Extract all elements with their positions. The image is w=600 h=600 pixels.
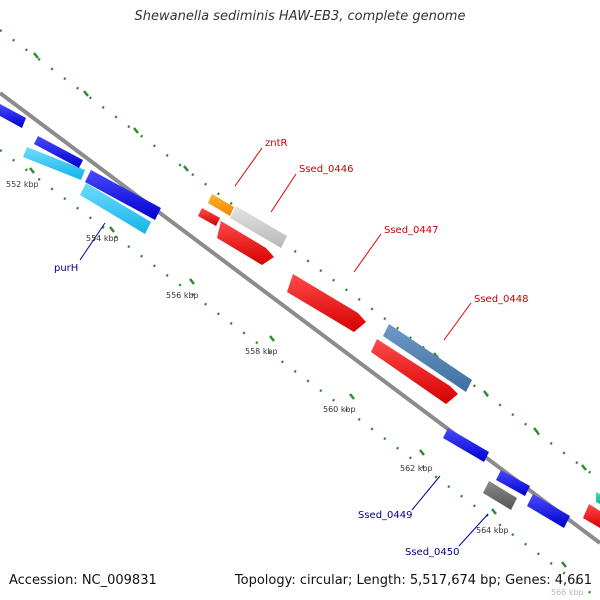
forward-leaders [234, 147, 472, 341]
tick-label-560: 560 kbp [323, 405, 356, 414]
tick-mark [561, 561, 567, 568]
leader-line [411, 475, 441, 511]
leader-line [458, 513, 489, 547]
gene-label-Ssed-0446[interactable]: Ssed_0446 [299, 164, 354, 175]
tick-label-562: 562 kbp [400, 464, 433, 473]
tick-label-564: 564 kbp [476, 526, 509, 535]
tick-label-566: 566 kbp [551, 588, 584, 597]
tick-label-558: 558 kbp [245, 347, 278, 356]
gene-red-2[interactable] [371, 339, 458, 404]
tick-mark [419, 449, 425, 456]
upper-major-ticks [33, 52, 587, 471]
leader-line [234, 147, 263, 187]
gene-Ssed-0448[interactable] [383, 324, 472, 392]
tick-mark [581, 464, 587, 471]
gene-blue-2[interactable] [85, 170, 161, 220]
tick-mark [533, 427, 539, 434]
gene-darkgray-1[interactable] [483, 481, 517, 510]
tick-mark [189, 278, 195, 285]
tick-mark [349, 393, 355, 400]
gene-label-Ssed-0450[interactable]: Ssed_0450 [405, 547, 460, 558]
gene-labels: zntR Ssed_0446 Ssed_0447 Ssed_0448 purH … [54, 138, 529, 558]
gene-Ssed-0446[interactable] [230, 206, 287, 248]
tick-mark [269, 335, 275, 342]
gene-teal-edge[interactable] [596, 492, 600, 504]
gene-label-Ssed-0449[interactable]: Ssed_0449 [358, 510, 413, 521]
gene-Ssed-0447[interactable] [287, 274, 366, 332]
gene-red-edge[interactable] [583, 504, 600, 528]
leader-line [443, 302, 472, 341]
gene-blue-1[interactable] [34, 136, 83, 168]
tick-mark [133, 127, 139, 134]
reverse-leaders [79, 222, 489, 547]
gene-blue-4[interactable] [496, 470, 530, 496]
gene-label-Ssed-0448[interactable]: Ssed_0448 [474, 294, 529, 305]
tick-mark [83, 90, 89, 97]
tick-mark [109, 226, 115, 233]
tick-mark [33, 52, 39, 59]
gene-label-Ssed-0447[interactable]: Ssed_0447 [384, 225, 439, 236]
leader-line [79, 222, 106, 261]
tick-label-556: 556 kbp [166, 291, 199, 300]
dotted-track-group [0, 29, 600, 600]
tick-mark [29, 167, 35, 174]
topology-text: Topology: circular; Length: 5,517,674 bp… [234, 573, 592, 588]
map-title: Shewanella sediminis HAW-EB3, complete g… [134, 9, 466, 24]
tick-mark [183, 165, 189, 172]
gene-label-zntR[interactable]: zntR [265, 138, 288, 149]
gene-red-small[interactable] [198, 208, 220, 226]
tick-mark [491, 508, 497, 515]
genome-backbone [0, 91, 600, 545]
gene-label-purH[interactable]: purH [54, 263, 78, 274]
tick-label-552: 552 kbp [6, 180, 39, 189]
lower-dotted-track [0, 149, 600, 600]
upper-dotted-track [0, 29, 600, 481]
gene-red-1[interactable] [217, 221, 274, 265]
gene-blue-3[interactable] [443, 428, 489, 462]
tick-mark [483, 390, 489, 397]
leader-line [353, 233, 382, 273]
gene-zntR[interactable] [208, 194, 234, 216]
lower-major-ticks [29, 167, 567, 568]
gene-cyan-2[interactable] [80, 183, 151, 234]
gene-cyan-1[interactable] [23, 147, 85, 180]
tick-label-554: 554 kbp [86, 234, 119, 243]
leader-line [270, 173, 297, 213]
tick-labels: 552 kbp 554 kbp 556 kbp 558 kbp 560 kbp … [6, 180, 584, 597]
gene-blue-5[interactable] [527, 494, 570, 528]
accession-text: Accession: NC_009831 [9, 573, 157, 588]
gene-blue-edge[interactable] [0, 104, 26, 128]
